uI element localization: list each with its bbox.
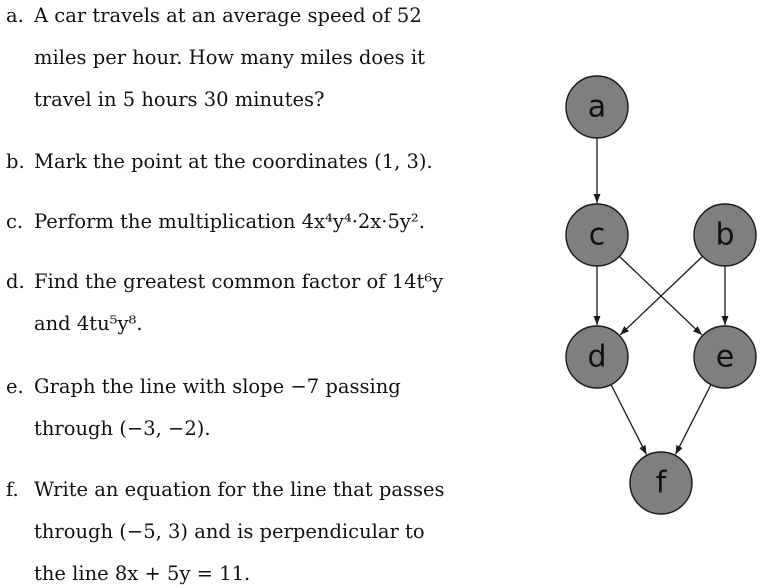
problem-text: through (−3, −2). (34, 417, 211, 440)
node-label: e (716, 340, 734, 375)
node-label: f (656, 466, 668, 501)
node-circle (629, 451, 693, 515)
node-a: a (565, 75, 629, 139)
problem-letter: c. (6, 210, 24, 233)
node-b: b (693, 203, 757, 267)
edge-d-to-f (610, 384, 648, 455)
problem-letter: f. (6, 478, 19, 501)
node-circle (693, 203, 757, 267)
problem-text: the line 8x + 5y = 11. (34, 562, 251, 585)
problem-text: Write an equation for the line that pass… (34, 478, 445, 501)
node-c: c (565, 203, 629, 267)
problem-letter: b. (6, 150, 25, 173)
problem-letter: a. (6, 4, 24, 27)
node-f: f (629, 451, 693, 515)
problem-text: Mark the point at the coordinates (1, 3)… (34, 150, 433, 173)
problem-text: Find the greatest common factor of 14t⁶y (34, 270, 444, 293)
problem-text: A car travels at an average speed of 52 (34, 4, 422, 27)
node-label: c (589, 218, 606, 253)
edge-b-to-d (619, 255, 704, 336)
node-d: d (565, 325, 629, 389)
node-label: d (587, 340, 606, 375)
problem-text: travel in 5 hours 30 minutes? (34, 88, 325, 111)
problem-letter: e. (6, 375, 24, 398)
node-circle (565, 325, 629, 389)
problem-text: miles per hour. How many miles does it (34, 46, 425, 69)
edge-e-to-f (674, 384, 712, 455)
node-label: b (715, 218, 734, 253)
problem-text: Perform the multiplication 4x⁴y⁴·2x·5y². (34, 210, 425, 233)
problem-text: Graph the line with slope −7 passing (34, 375, 401, 398)
node-e: e (693, 325, 757, 389)
node-circle (693, 325, 757, 389)
node-circle (565, 203, 629, 267)
node-circle (565, 75, 629, 139)
node-label: a (588, 90, 606, 125)
problem-letter: d. (6, 270, 25, 293)
problem-text: through (−5, 3) and is perpendicular to (34, 520, 425, 543)
problem-text: and 4tu⁵y⁸. (34, 312, 143, 335)
